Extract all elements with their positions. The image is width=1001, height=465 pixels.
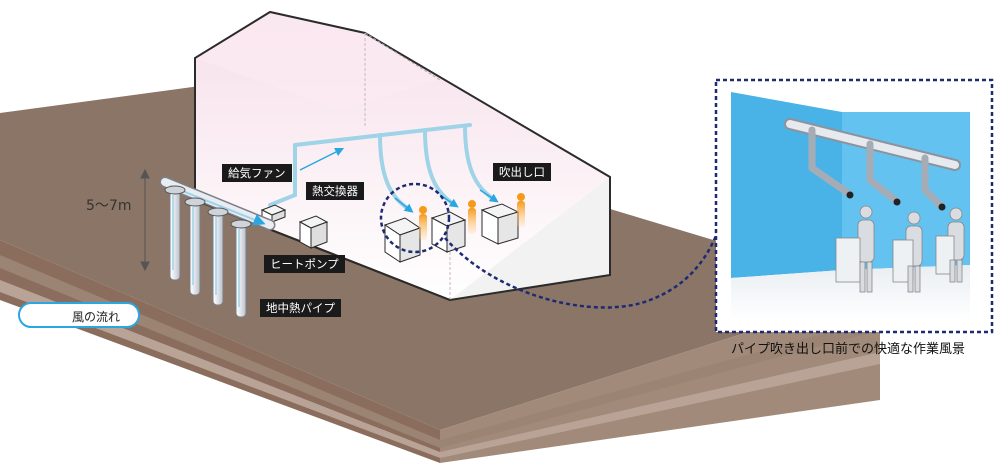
- geo-pipe-4: [230, 219, 252, 318]
- worker-2: [468, 200, 476, 234]
- flow-arrow-1: [394, 197, 414, 213]
- greenhouse-roof: [195, 12, 440, 110]
- inset-worker-2: [892, 211, 923, 293]
- workers: [419, 193, 525, 240]
- geo-pipe-3: [207, 207, 229, 306]
- inset-caption: パイプ吹き出し口前での快適な作業風景: [731, 342, 966, 357]
- worker-3: [517, 193, 525, 227]
- flow-arrow-4: [299, 147, 345, 171]
- machine-1: [383, 217, 422, 263]
- label-heat-exchanger: 熱交換器: [306, 182, 364, 200]
- geo-pipe-2: [184, 197, 206, 296]
- geo-pipes: [164, 185, 252, 318]
- label-heat-pump: ヒートポンプ: [264, 255, 345, 273]
- inset-workers: [835, 205, 965, 293]
- inset-pipe: [784, 118, 961, 211]
- worker-1: [419, 206, 427, 240]
- heat-pump-unit: [298, 215, 329, 249]
- flow-arrow-3: [479, 189, 499, 203]
- inset-worker-1: [835, 205, 875, 293]
- legend: 風の流れ: [18, 302, 140, 328]
- depth-label: 5～7m: [86, 198, 132, 214]
- depth-indicator: [140, 168, 150, 272]
- inset-worker-3: [935, 207, 965, 283]
- label-outlet: 吹出し口: [493, 163, 551, 181]
- supply-duct: [268, 143, 297, 207]
- greenhouse-outline: [194, 10, 611, 302]
- callout-connector: [444, 224, 722, 309]
- callout-circle: [379, 182, 451, 254]
- label-supply-fan: 給気ファン: [222, 164, 292, 182]
- machine-3: [480, 203, 520, 245]
- legend-text: 風の流れ: [72, 310, 121, 324]
- main-duct: [293, 123, 472, 147]
- label-geo-pipe: 地中熱パイプ: [260, 299, 341, 317]
- inset-view: [714, 78, 994, 334]
- geo-pipe-1: [164, 185, 186, 281]
